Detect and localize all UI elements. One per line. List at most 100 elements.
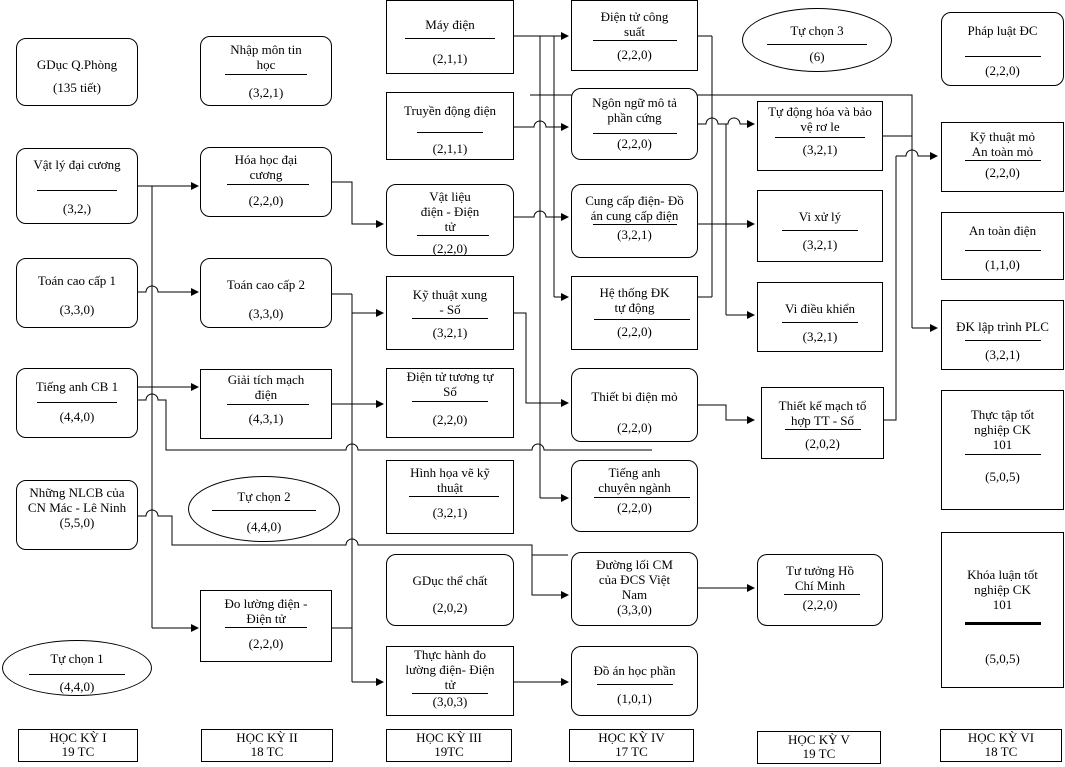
divider xyxy=(592,133,677,134)
course-nlcb[interactable]: Những NLCB của CN Mác - Lê Ninh (5,5,0) xyxy=(16,480,138,550)
course-giai-tich[interactable]: Giải tích mạch điện (4,3,1) xyxy=(200,369,332,439)
course-name: Nhập môn tin học xyxy=(230,42,302,72)
course-khoa-luan[interactable]: Khóa luận tốt nghiệp CK 101 (5,0,5) xyxy=(941,532,1064,688)
course-name: Hình họa vẽ kỹ thuật xyxy=(410,465,490,495)
semester-name: HỌC KỲ VI xyxy=(967,730,1035,745)
course-he-thong[interactable]: Hệ thống ĐK tự động (2,2,0) xyxy=(571,276,698,350)
course-name: Cung cấp điện- Đồ án cung cấp điện xyxy=(585,193,684,223)
edge-duongloi-in xyxy=(531,555,569,599)
course-name: Tiếng anh chuyên ngành xyxy=(598,465,671,495)
course-name: GDục Q.Phòng xyxy=(36,57,118,72)
course-name: Thực hành đo lường điện- Điện tử xyxy=(405,647,495,692)
semester-name: HỌC KỲ IV xyxy=(598,730,665,745)
course-vi-xu-ly[interactable]: Vi xử lý (3,2,1) xyxy=(757,190,883,262)
edge-nlcb-to-duongloi xyxy=(138,509,568,556)
course-credits: (2,1,1) xyxy=(432,141,468,156)
course-tieng-anh1[interactable]: Tiếng anh CB 1 (4,4,0) xyxy=(16,368,138,438)
course-credits: (2,2,0) xyxy=(432,412,468,427)
course-do-an[interactable]: Đồ án học phần (1,0,1) xyxy=(571,646,698,716)
course-nhap-mon[interactable]: Nhập môn tin học (3,2,1) xyxy=(200,36,332,106)
course-truyen-dong[interactable]: Truyền động điện (2,1,1) xyxy=(386,92,514,160)
course-hoa-hoc[interactable]: Hóa học đại cương (2,2,0) xyxy=(200,147,332,217)
divider xyxy=(782,230,858,231)
semester-name: HỌC KỲ I xyxy=(49,730,107,745)
semester-credits: 18 TC xyxy=(250,744,284,759)
course-phap-luat[interactable]: Pháp luật ĐC (2,2,0) xyxy=(941,12,1064,86)
course-vat-ly[interactable]: Vật lý đại cương (3,2,) xyxy=(16,148,138,224)
course-credits: (3,2,1) xyxy=(985,347,1020,362)
course-name: Tự chọn 3 xyxy=(790,23,844,38)
course-thuc-hanh[interactable]: Thực hành đo lường điện- Điện tử (3,0,3) xyxy=(386,646,514,716)
course-name: Những NLCB của CN Mác - Lê Ninh xyxy=(27,485,127,515)
course-name: Khóa luận tốt nghiệp CK 101 xyxy=(967,567,1038,612)
course-duong-loi[interactable]: Đường lối CM của ĐCS Việt Nam (3,3,0) xyxy=(571,552,698,626)
divider xyxy=(964,454,1041,455)
semester-credits: 19 TC xyxy=(61,744,95,759)
course-dien-tu-cs[interactable]: Điện tử công suất (2,2,0) xyxy=(571,0,698,71)
course-tu-dong-hoa[interactable]: Tự động hóa và bảo vệ rơ le (3,2,1) xyxy=(757,101,883,171)
course-dien-tu-tt[interactable]: Điện tử tương tự Số (2,2,0) xyxy=(386,368,514,438)
course-dk-plc[interactable]: ĐK lập trình PLC (3,2,1) xyxy=(941,300,1064,370)
course-gduc-tc[interactable]: GDục thể chất (2,0,2) xyxy=(386,554,514,626)
course-credits: (3,2,1) xyxy=(432,505,468,520)
divider xyxy=(775,137,865,138)
divider xyxy=(225,627,307,628)
course-thuc-tap[interactable]: Thực tập tốt nghiệp CK 101 (5,0,5) xyxy=(941,390,1064,510)
semester-credits: 17 TC xyxy=(615,744,648,759)
divider xyxy=(225,74,307,75)
divider xyxy=(782,322,858,323)
course-ky-thuat-xung[interactable]: Kỹ thuật xung - Số (3,2,1) xyxy=(386,276,514,350)
course-an-toan[interactable]: An toàn điện (1,1,0) xyxy=(941,212,1064,280)
course-vat-lieu[interactable]: Vật liệu điện - Điện tử (2,2,0) xyxy=(386,184,514,256)
course-thiet-bi[interactable]: Thiết bi điện mỏ (2,2,0) xyxy=(571,368,698,442)
semester-name: HỌC KỲ II xyxy=(236,730,298,745)
course-do-luong[interactable]: Đo lường điện - Điện tử (2,2,0) xyxy=(200,590,332,662)
course-name: Điện tử công suất xyxy=(600,9,669,39)
course-credits: (2,1,1) xyxy=(432,51,468,66)
course-name: Vật liệu điện - Điện tử xyxy=(420,189,480,234)
divider xyxy=(594,319,690,320)
course-credits: (2,2,0) xyxy=(802,597,838,612)
course-credits: (4,4,0) xyxy=(59,679,95,694)
course-credits: (4,3,1) xyxy=(248,411,284,426)
course-gduc-qp[interactable]: GDục Q.Phòng (135 tiết) xyxy=(16,38,138,106)
course-credits: (5,5,0) xyxy=(59,515,95,530)
course-tu-chon1[interactable]: Tự chọn 1 (4,4,0) xyxy=(2,640,152,696)
divider xyxy=(227,184,309,185)
course-credits: (3,2,1) xyxy=(802,142,838,157)
course-tu-chon3[interactable]: Tự chọn 3 (6) xyxy=(742,8,892,72)
semester-6: HỌC KỲ VI 18 TC xyxy=(940,729,1062,762)
semester-3: HỌC KỲ III 19TC xyxy=(386,729,512,762)
course-thiet-ke[interactable]: Thiết kế mạch tổ hợp TT - Số (2,0,2) xyxy=(761,387,884,459)
course-name: Tự chọn 1 xyxy=(50,651,104,666)
divider xyxy=(964,340,1041,341)
course-name: Thực tập tốt nghiệp CK 101 xyxy=(970,407,1035,452)
course-credits: (3,3,0) xyxy=(59,302,95,317)
course-ngon-ngu[interactable]: Ngôn ngữ mô tả phần cứng (2,2,0) xyxy=(571,88,698,160)
course-name: Đồ án học phần xyxy=(593,663,676,678)
course-credits: (5,0,5) xyxy=(985,469,1020,484)
course-name: Truyền động điện xyxy=(404,103,496,118)
divider xyxy=(417,132,483,133)
course-toan-cc1[interactable]: Toán cao cấp 1 (3,3,0) xyxy=(16,258,138,328)
course-tieng-anh-cn[interactable]: Tiếng anh chuyên ngành (2,2,0) xyxy=(571,460,698,532)
course-credits: (2,2,0) xyxy=(985,63,1020,78)
divider xyxy=(405,38,495,39)
course-tu-tuong[interactable]: Tư tưởng Hồ Chí Minh (2,2,0) xyxy=(757,554,883,626)
edge-thietke-to-ktmo xyxy=(884,156,897,421)
course-tu-chon2[interactable]: Tự chọn 2 (4,4,0) xyxy=(188,476,340,542)
course-credits: (1,1,0) xyxy=(985,257,1020,272)
course-toan-cc2[interactable]: Toán cao cấp 2 (3,3,0) xyxy=(200,258,332,328)
course-hinh-hoa[interactable]: Hình họa vẽ kỹ thuật (3,2,1) xyxy=(386,460,514,534)
course-vi-dieu-khien[interactable]: Vi điều khiển (3,2,1) xyxy=(757,282,883,352)
semester-name: HỌC KỲ III xyxy=(416,730,482,745)
divider xyxy=(409,496,499,497)
course-credits: (135 tiết) xyxy=(52,80,101,95)
course-ky-thuat-mo[interactable]: Kỹ thuật mỏ An toàn mỏ (2,2,0) xyxy=(941,122,1064,192)
course-credits: (3,2,1) xyxy=(802,329,838,344)
course-credits: (4,4,0) xyxy=(246,519,282,534)
course-may-dien[interactable]: Máy điện (2,1,1) xyxy=(386,0,514,74)
course-name: Đo lường điện - Điện tử xyxy=(224,596,308,626)
course-cung-cap[interactable]: Cung cấp điện- Đồ án cung cấp điện (3,2,… xyxy=(571,184,698,258)
